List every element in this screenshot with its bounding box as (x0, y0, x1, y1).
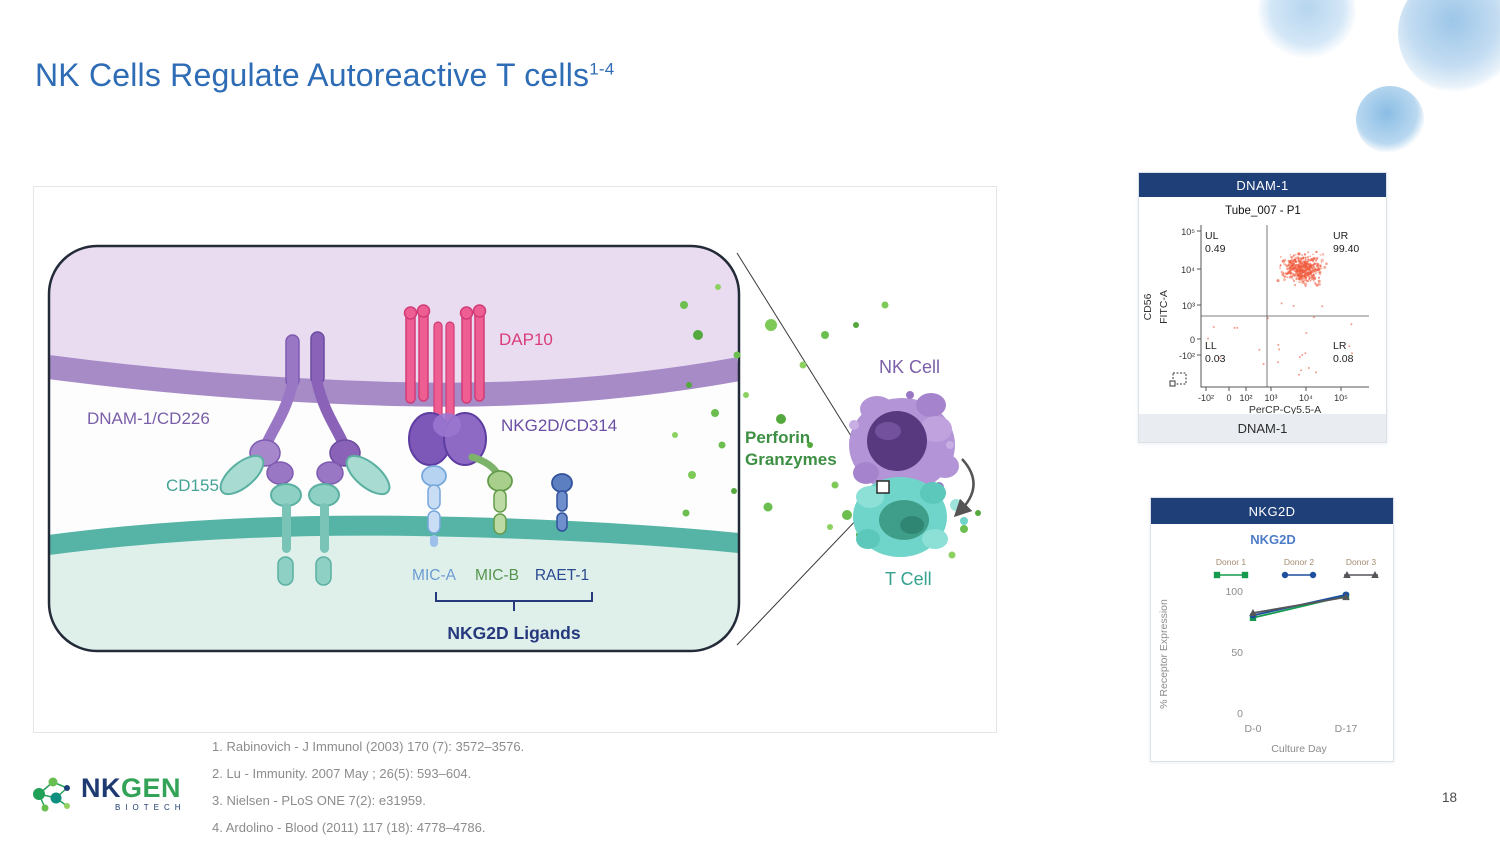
perforin-granzymes-label: Perforin Granzymes (745, 427, 837, 471)
svg-text:Donor 2: Donor 2 (1284, 557, 1315, 567)
nkg2d-receptor-label: NKG2D/CD314 (501, 416, 618, 435)
flow-axis-ticks (1197, 230, 1342, 391)
reference-item: 4. Ardolino - Blood (2011) 117 (18): 477… (212, 820, 486, 835)
nkg2d-y-tick: 0 (1237, 708, 1243, 720)
t-cell-illustration (853, 477, 968, 557)
logo-biotech: BIOTECH (115, 803, 186, 812)
svg-text:Donor 1: Donor 1 (1216, 557, 1247, 567)
nkg2d-receptor-shape (408, 412, 487, 466)
quadrant-ul-value: 0.49 (1205, 243, 1226, 255)
cd155-label: CD155 (166, 476, 219, 495)
logo-gen: GEN (121, 773, 182, 803)
flow-x-tick: 10⁵ (1334, 393, 1348, 403)
raet1-label: RAET-1 (534, 567, 590, 584)
nkg2d-ligands-label: NKG2D Ligands (447, 623, 581, 643)
raet1-shape (551, 473, 573, 532)
page-title-text: NK Cells Regulate Autoreactive T cells (35, 57, 590, 93)
quadrant-lr-value: 0.08 (1333, 353, 1354, 365)
page-title: NK Cells Regulate Autoreactive T cells1-… (35, 57, 614, 94)
nk-cell-decoration-image (1258, 0, 1356, 62)
mechanism-figure: DAP10 DNAM-1/CD226 NKG2D/CD314 CD155 MIC… (33, 186, 997, 733)
dap10-shape (403, 304, 487, 423)
mic-a-shape (421, 465, 447, 547)
nkgen-logo: NKGEN BIOTECH (26, 768, 186, 818)
flow-scatter-points (1207, 250, 1353, 376)
reference-item: 1. Rabinovich - J Immunol (2003) 170 (7)… (212, 739, 525, 754)
nkg2d-expression-chart: NKG2D Donor 1 Donor 2 Donor 3 100 50 0 D-0… (1151, 524, 1393, 768)
nkg2d-x-axis-label: Culture Day (1271, 743, 1327, 755)
zoom-source-square (876, 480, 890, 494)
flow-x-tick: -10² (1198, 393, 1214, 403)
nk-cell-decoration-image (1398, 0, 1500, 94)
nkg2d-chart-title: NKG2D (1250, 532, 1296, 547)
flow-y-tick: 10⁴ (1181, 265, 1195, 275)
dap10-label: DAP10 (499, 330, 553, 349)
nk-cell-decoration-image (1356, 86, 1424, 154)
dnam1-panel-header: DNAM-1 (1139, 173, 1386, 197)
membrane-regions (49, 246, 739, 651)
nkg2d-x-tick: D-0 (1245, 723, 1262, 735)
gate-icon (1169, 372, 1187, 387)
nkg2d-y-axis-label: % Receptor Expression (1158, 599, 1170, 709)
flow-plot-title: Tube_007 - P1 (1225, 205, 1301, 217)
kill-arrow (953, 458, 975, 518)
logo-nk: NK (81, 773, 121, 803)
nkgen-logo-text: NKGEN BIOTECH (81, 774, 186, 812)
quadrant-ul-label: UL (1205, 230, 1219, 242)
quadrant-ll-value: 0.03 (1205, 353, 1226, 365)
mechanism-diagram-svg (47, 244, 981, 653)
quadrant-ur-label: UR (1333, 230, 1349, 242)
flow-y-axis-inner-label: FITC-A (1158, 290, 1170, 324)
flow-x-tick: 10² (1239, 393, 1252, 403)
flow-x-tick: 10³ (1264, 393, 1277, 403)
nk-cell-illustration (849, 391, 959, 492)
flow-x-tick: 10⁴ (1299, 393, 1313, 403)
reference-item: 3. Nielsen - PLoS ONE 7(2): e31959. (212, 793, 426, 808)
nk-cell-label: NK Cell (879, 357, 941, 377)
nkg2d-data-series (1249, 591, 1350, 622)
cd155-ligand-shape (219, 454, 391, 586)
nkg2d-y-tick: 100 (1225, 586, 1243, 598)
dnam1-flow-panel: DNAM-1 Tube_007 - P1 UL 0.49 UR 99.40 LL… (1138, 172, 1387, 443)
flow-axes (1200, 225, 1369, 388)
mic-b-shape (468, 453, 513, 535)
quadrant-lr-label: LR (1333, 340, 1347, 352)
quadrant-ll-label: LL (1205, 340, 1217, 352)
flow-x-tick: 0 (1226, 393, 1231, 403)
flow-x-axis-label: PerCP-Cy5.5-A (1249, 404, 1321, 416)
zoom-box-outline (47, 244, 741, 653)
flow-y-tick: 0 (1190, 335, 1195, 345)
nkg2d-chart-legend: Donor 1 Donor 2 Donor 3 (1213, 557, 1379, 579)
svg-text:Donor 3: Donor 3 (1346, 557, 1377, 567)
dnam1-label: DNAM-1/CD226 (87, 409, 210, 428)
nkg2d-panel-header: NKG2D (1151, 498, 1393, 524)
flow-y-tick: -10² (1179, 351, 1195, 361)
perforin-label: Perforin (745, 428, 811, 447)
nkg2d-expression-panel: NKG2D NKG2D Donor 1 Donor 2 Donor 3 100 50… (1150, 497, 1394, 762)
nkg2d-x-tick: D-17 (1335, 723, 1358, 735)
dnam1-caption: DNAM-1 (1139, 414, 1386, 442)
quadrant-ur-value: 99.40 (1333, 243, 1359, 255)
t-cell-label: T Cell (885, 569, 932, 589)
reference-item: 2. Lu - Immunity. 2007 May ; 26(5): 593–… (212, 766, 472, 781)
granzymes-label: Granzymes (745, 450, 837, 469)
mic-b-label: MIC-B (475, 567, 519, 584)
nkgen-logo-icon (33, 777, 70, 812)
mic-a-label: MIC-A (412, 567, 456, 584)
flow-y-axis-outer-label: CD56 (1142, 293, 1154, 320)
references-list: 1. Rabinovich - J Immunol (2003) 170 (7)… (212, 733, 524, 841)
nkg2d-y-tick: 50 (1231, 647, 1243, 659)
title-superscript: 1-4 (589, 59, 615, 79)
flow-y-tick: 10⁵ (1181, 227, 1195, 237)
page-number: 18 (1442, 790, 1458, 805)
flow-y-tick: 10³ (1182, 301, 1195, 311)
nkg2d-ligands-bracket (435, 592, 593, 611)
dnam1-flow-plot: Tube_007 - P1 UL 0.49 UR 99.40 LL 0.03 L… (1139, 197, 1386, 421)
